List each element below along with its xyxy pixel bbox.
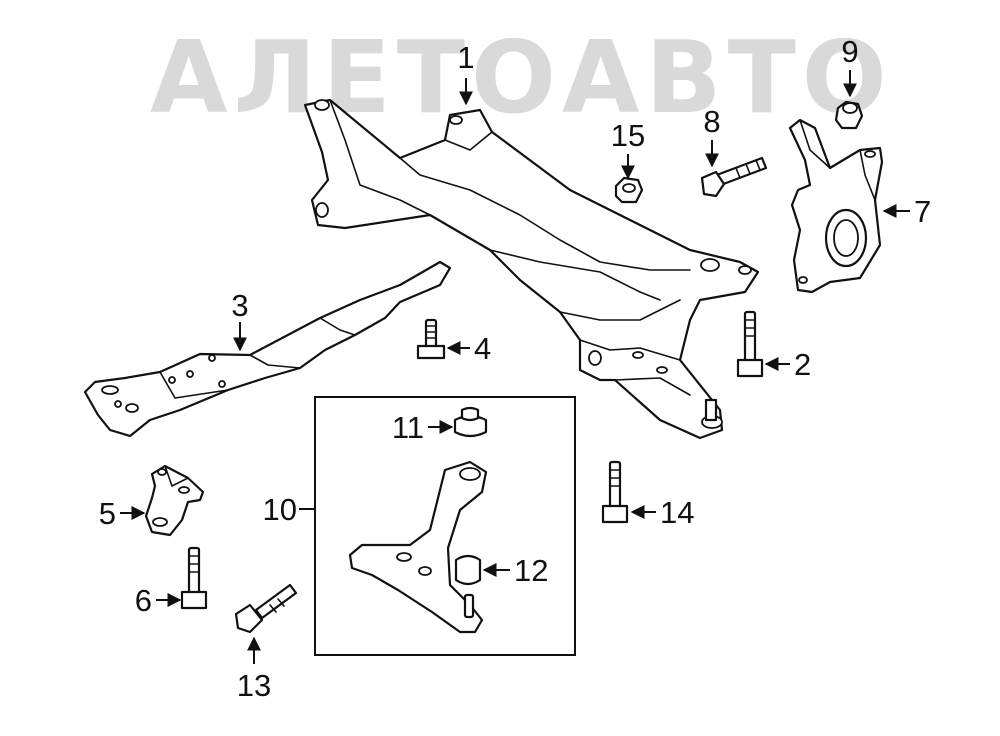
bolt-6	[180, 546, 208, 610]
nut-9	[834, 100, 864, 130]
callout-4: 4	[474, 331, 491, 366]
bolt-8	[700, 156, 768, 198]
callout-11: 11	[392, 410, 424, 445]
callout-15: 15	[611, 118, 645, 153]
callout-6: 6	[135, 583, 152, 618]
callout-7: 7	[914, 194, 931, 229]
reinforcement-brace	[83, 260, 452, 438]
callout-3: 3	[231, 288, 248, 323]
callout-13: 13	[237, 668, 271, 703]
callout-10: 10	[263, 492, 297, 527]
bolt-4	[416, 318, 446, 360]
watermark-text: АЛЕТОАВТО	[150, 19, 893, 136]
callout-2: 2	[794, 347, 811, 382]
bolt-2	[736, 310, 764, 378]
bushing-12	[454, 554, 482, 586]
nut-15	[614, 176, 644, 204]
lower-control-arm	[348, 460, 488, 634]
mount-bracket	[144, 464, 205, 537]
bolt-14	[601, 460, 629, 524]
subframe-crossmember	[303, 98, 760, 440]
steering-knuckle	[788, 118, 884, 294]
callout-9: 9	[841, 34, 858, 69]
leader-lines	[120, 70, 910, 664]
callout-8: 8	[703, 104, 720, 139]
bushing-11	[453, 406, 488, 438]
bolt-13	[234, 583, 298, 634]
callout-1: 1	[457, 40, 474, 75]
callout-12: 12	[514, 553, 548, 588]
kit-frame-box	[314, 396, 576, 656]
callout-14: 14	[660, 495, 694, 530]
callout-5: 5	[99, 496, 116, 531]
